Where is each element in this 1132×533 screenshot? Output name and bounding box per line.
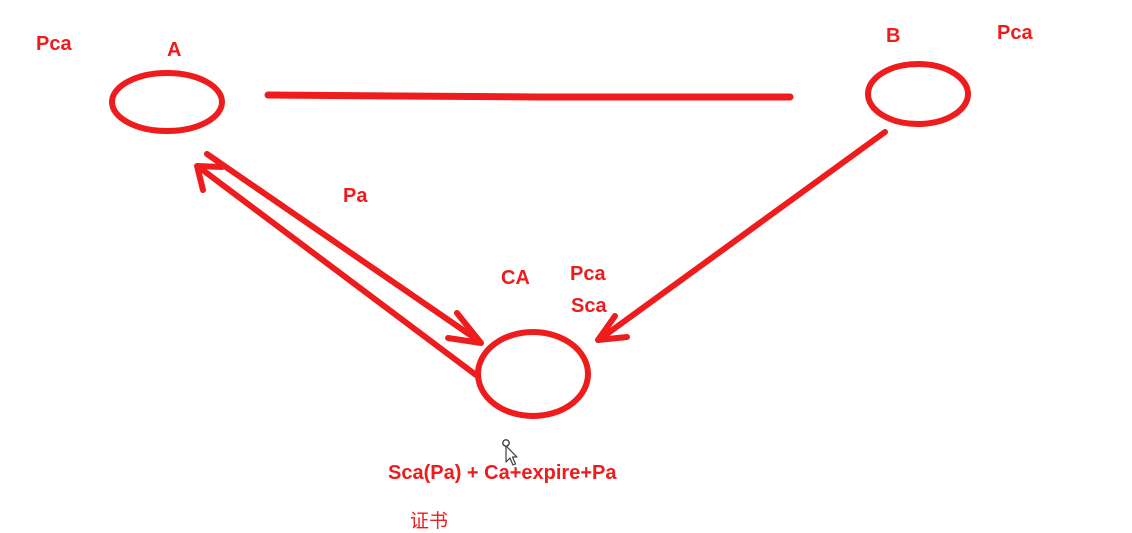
node-a: [109, 70, 225, 134]
edge-a-to-ca: [204, 151, 482, 344]
arrowhead-a-to-ca: [445, 310, 484, 346]
certificate-label: 证书: [410, 510, 449, 532]
ca-public-key-label: Pca: [570, 263, 606, 285]
edge-public-key-label: Pa: [343, 185, 368, 207]
node-a-label: A: [167, 39, 182, 61]
edge-b-to-ca: [597, 129, 888, 342]
arrowhead-ca-to-a: [194, 163, 225, 193]
node-b-key-label: Pca: [997, 22, 1033, 44]
arrowhead-b-to-ca: [595, 313, 630, 343]
certificate-formula-label: Sca(Pa) + Ca+expire+Pa: [388, 462, 617, 484]
ca-secret-key-label: Sca: [571, 295, 607, 317]
node-b-label: B: [886, 25, 901, 47]
edge-a-b: [264, 91, 794, 101]
mouse-pointer-icon: [502, 439, 518, 466]
node-b: [865, 61, 971, 127]
edge-ca-to-a: [197, 165, 479, 378]
node-a-key-label: Pca: [36, 33, 72, 55]
node-ca: [475, 329, 591, 419]
node-ca-label: CA: [501, 267, 530, 289]
